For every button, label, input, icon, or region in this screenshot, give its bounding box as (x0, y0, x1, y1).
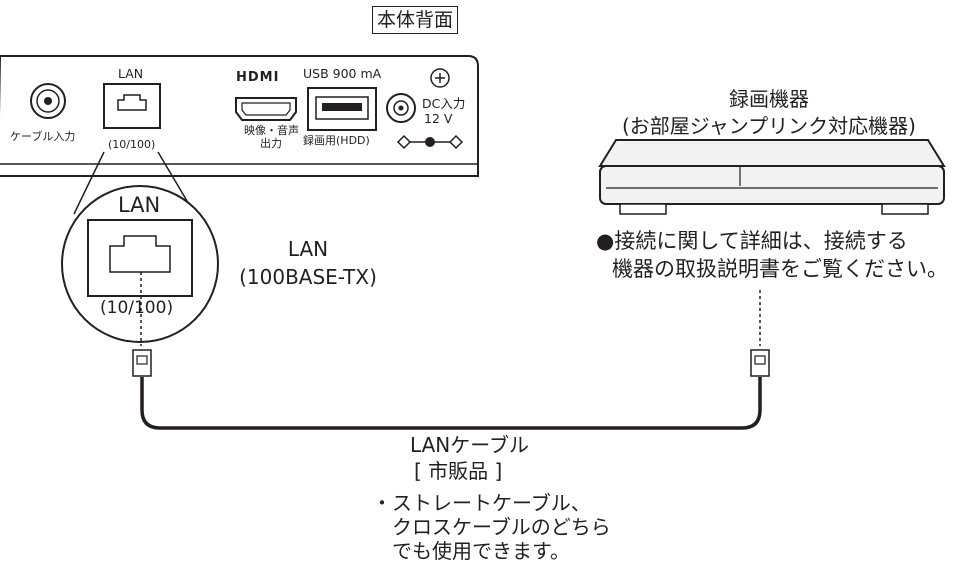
hdmi-logo: HDMI (236, 70, 280, 85)
plug-left-icon (132, 349, 152, 377)
zoom-callout-line-right (157, 151, 191, 207)
ground-symbol-icon (430, 68, 450, 88)
hdmi-port-icon (235, 97, 297, 121)
lan-speed-label: (10/100) (108, 138, 156, 151)
dc-jack-icon (386, 93, 416, 123)
lan-port-icon (103, 83, 161, 129)
cable-label-line1: LANケーブル (410, 433, 530, 457)
plug-right-icon (750, 349, 770, 377)
zoom-speed-label: (10/100) (100, 298, 174, 318)
usb-label: 録画用(HDD) (303, 134, 370, 147)
coax-connector-icon (30, 83, 66, 119)
lan-spec-line2: (100BASE-TX) (239, 265, 377, 289)
usb-header-label: USB 900 mA (303, 66, 382, 81)
device-note-line1: ●接続に関して詳細は、接続する (596, 229, 908, 253)
device-note-line2: 機器の取扱説明書をご覧ください。 (612, 257, 948, 281)
zoom-lan-label: LAN (118, 193, 161, 217)
cable-label-line2: [ 市販品 ] (414, 459, 503, 483)
recorder-device-icon (598, 139, 946, 215)
hdmi-label-line2: 出力 (260, 137, 282, 150)
hdmi-label-line1: 映像・音声 (244, 124, 299, 137)
cable-note-line2: クロスケーブルのどちら (392, 515, 611, 539)
usb-port-icon (307, 87, 377, 131)
device-title-line1: 録画機器 (729, 87, 809, 111)
panel-title: 本体背面 (372, 6, 459, 34)
cable-note-line1: ・ストレートケーブル、 (372, 491, 591, 515)
dc-label-line2: 12 V (424, 111, 453, 126)
lan-port-zoom-icon (61, 185, 219, 343)
cable-input-label: ケーブル入力 (10, 130, 76, 143)
lan-spec-line1: LAN (287, 237, 329, 261)
lan-cable (140, 377, 762, 430)
polarity-symbol-icon (396, 134, 464, 150)
lan-label: LAN (118, 66, 144, 81)
cable-note-line3: でも使用できます。 (392, 539, 570, 563)
zoom-callout-line-left (73, 151, 105, 215)
device-title-line2: (お部屋ジャンプリンク対応機器) (621, 114, 916, 138)
dc-label-line1: DC入力 (422, 96, 466, 111)
